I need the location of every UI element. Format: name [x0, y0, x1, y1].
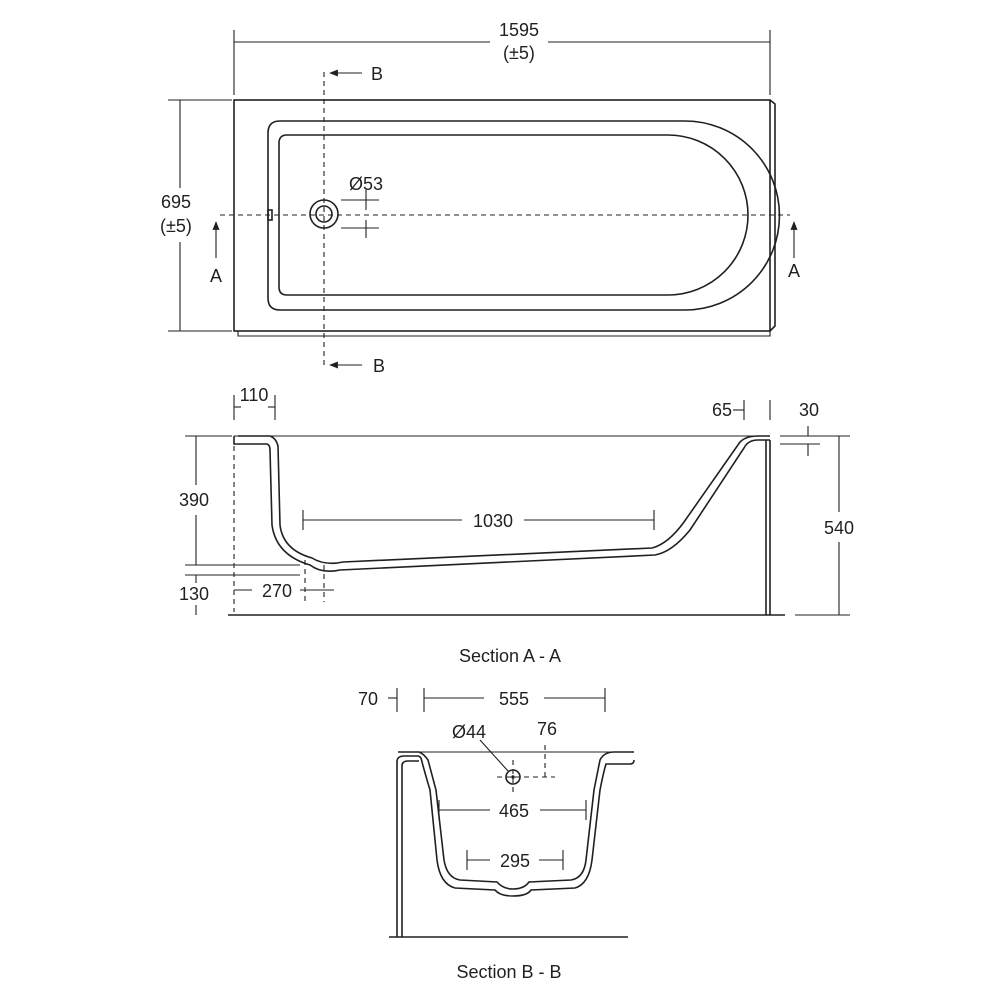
- plan-width-value: 695: [161, 192, 191, 212]
- plan-bowl-inner: [278, 134, 749, 296]
- section-a-total-height: 540: [824, 518, 854, 538]
- plan-width-tolerance: (±5): [160, 216, 192, 236]
- section-b-top-width: 555: [499, 689, 529, 709]
- plan-waste-diameter: Ø53: [349, 174, 383, 194]
- section-b-overflow-diameter: Ø44: [452, 722, 486, 742]
- section-a-rim-thickness: 30: [799, 400, 819, 420]
- section-b-shell-outer: [418, 755, 635, 897]
- section-a-floor-length: 1030: [473, 511, 513, 531]
- waste-outlet-inner: [315, 205, 333, 223]
- section-b-view: 70 555 Ø44 76 465 295 Section B - B: [358, 688, 635, 982]
- section-a-under-height: 130: [179, 584, 209, 604]
- section-a-rim-right: 65: [712, 400, 732, 420]
- plan-length-value: 1595: [499, 20, 539, 40]
- section-b-overflow-height: 76: [537, 719, 557, 739]
- section-b-marker-bottom: B: [373, 356, 385, 376]
- section-a-marker-left: A: [210, 266, 222, 286]
- section-b-marker-top: B: [371, 64, 383, 84]
- section-a-waste-offset: 270: [262, 581, 292, 601]
- section-b-shell-inner: [398, 751, 634, 890]
- plan-view: 1595 (±5) 695 (±5) Ø53 A: [160, 20, 800, 376]
- section-a-shell-inner: [238, 435, 770, 565]
- section-a-marker-right: A: [788, 261, 800, 281]
- section-a-view: 110 65 30 390 130 270 1030: [179, 385, 854, 666]
- section-b-rim: 70: [358, 689, 378, 709]
- section-b-floor-width: 295: [500, 851, 530, 871]
- section-a-caption: Section A - A: [459, 646, 561, 666]
- section-b-caption: Section B - B: [456, 962, 561, 982]
- plan-bowl-outer: [267, 120, 781, 311]
- section-a-shell-outer: [233, 436, 770, 572]
- waste-outlet-outer: [309, 199, 339, 229]
- plan-length-tolerance: (±5): [503, 43, 535, 63]
- section-a-depth: 390: [179, 490, 209, 510]
- section-a-rim-left: 110: [240, 385, 269, 405]
- section-b-mid-width: 465: [499, 801, 529, 821]
